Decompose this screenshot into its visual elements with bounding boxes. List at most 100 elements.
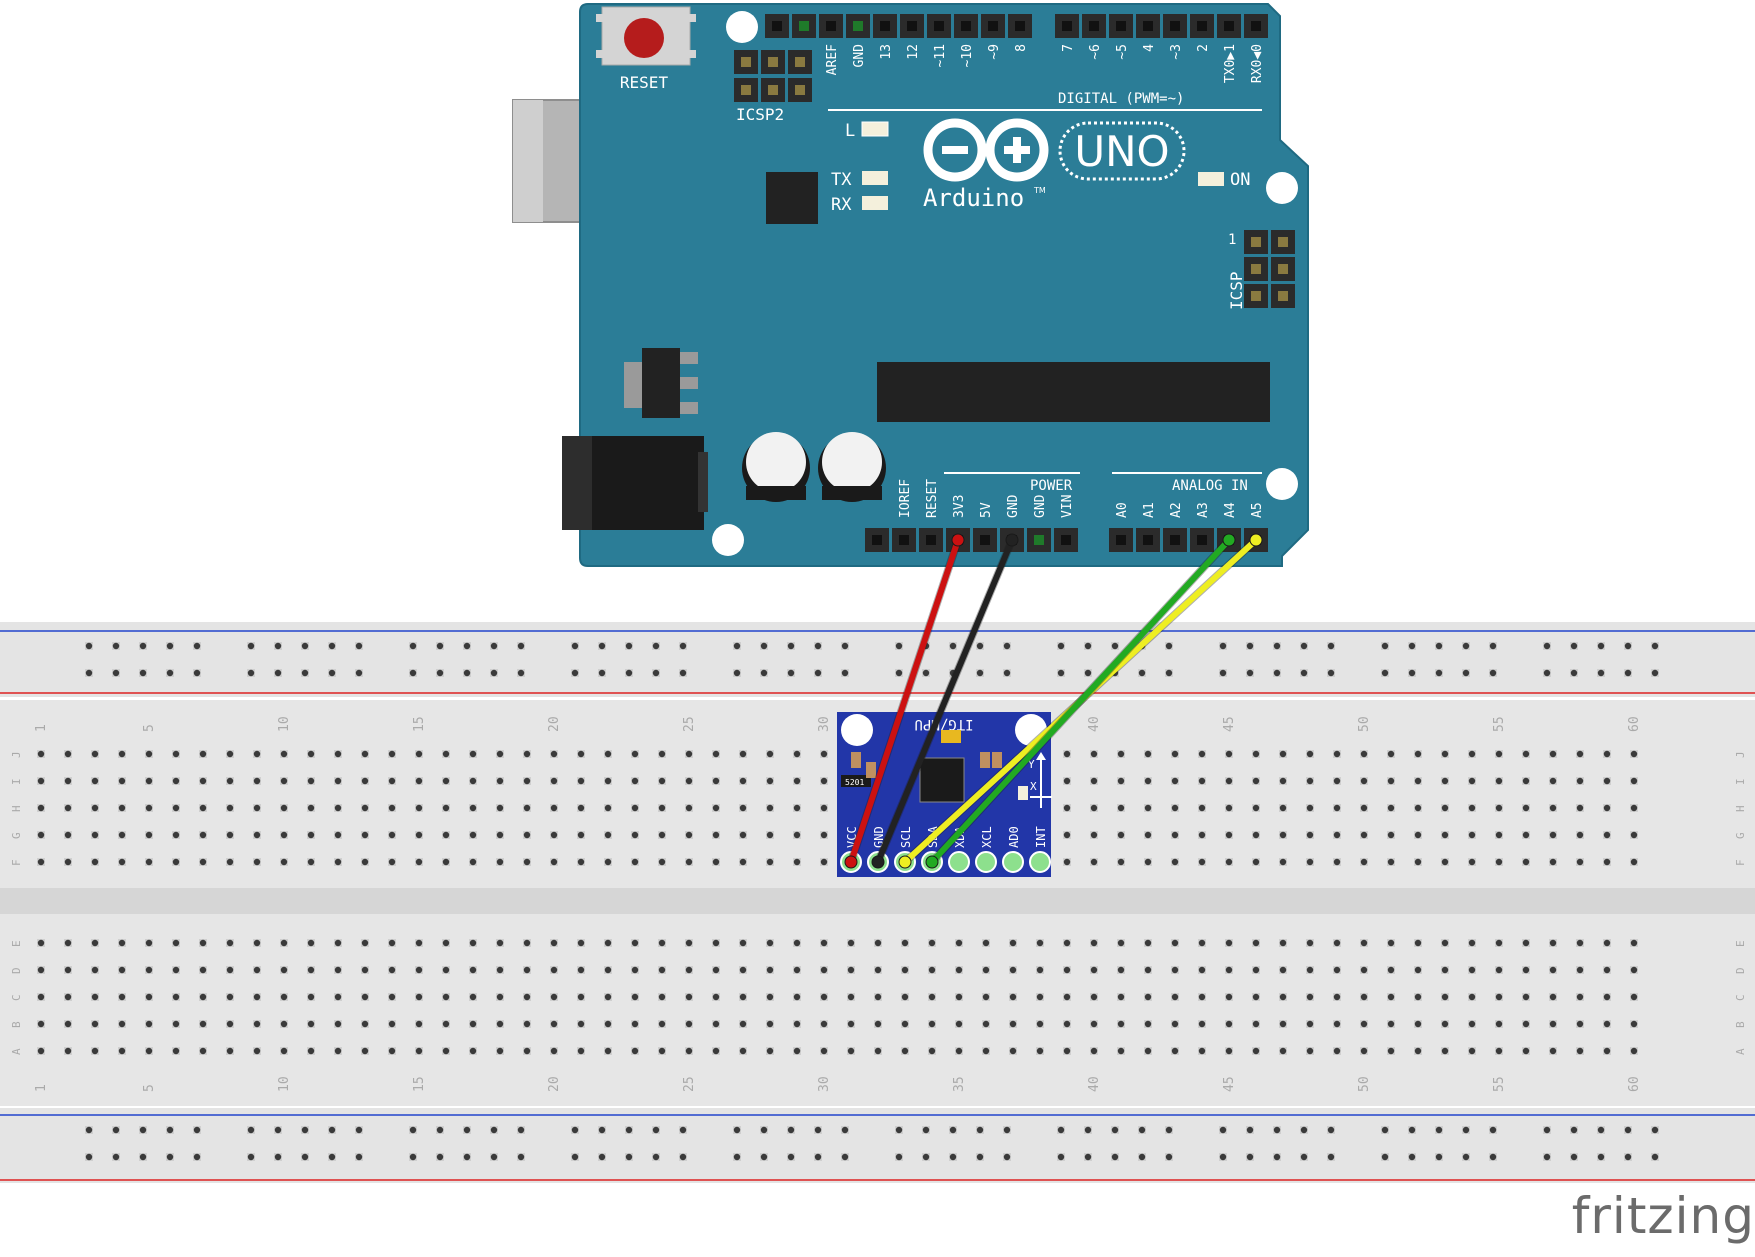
digital-pin-label: 12 <box>906 44 921 60</box>
power-pin[interactable] <box>1054 528 1078 552</box>
rail-hole <box>1651 669 1659 677</box>
icsp-pin[interactable] <box>1244 230 1268 254</box>
power-pin[interactable] <box>973 528 997 552</box>
digital-pin[interactable] <box>1055 14 1079 38</box>
power-pin-label: IOREF <box>898 479 913 518</box>
rail-hole <box>1057 642 1065 650</box>
breadboard-hole <box>307 750 315 758</box>
power-pin[interactable] <box>919 528 943 552</box>
rail-hole <box>1300 642 1308 650</box>
breadboard-hole <box>1495 804 1503 812</box>
breadboard-hole <box>1603 966 1611 974</box>
breadboard-hole <box>766 750 774 758</box>
module-pin[interactable] <box>948 851 970 873</box>
analog-pin[interactable] <box>1163 528 1187 552</box>
analog-pin[interactable] <box>1136 528 1160 552</box>
breadboard-hole <box>658 1020 666 1028</box>
icsp2-pin[interactable] <box>734 78 758 102</box>
breadboard-hole <box>820 993 828 1001</box>
digital-pin[interactable] <box>1163 14 1187 38</box>
rail-hole <box>409 642 417 650</box>
digital-pin[interactable] <box>846 14 870 38</box>
digital-pin[interactable] <box>1244 14 1268 38</box>
rail-hole <box>355 669 363 677</box>
digital-pin[interactable] <box>1190 14 1214 38</box>
breadboard-hole <box>442 1047 450 1055</box>
breadboard-hole <box>1387 831 1395 839</box>
icsp-pin[interactable] <box>1271 230 1295 254</box>
digital-pin[interactable] <box>1136 14 1160 38</box>
power-pin[interactable] <box>865 528 889 552</box>
icsp2-pin[interactable] <box>761 50 785 74</box>
breadboard-hole <box>1576 831 1584 839</box>
breadboard-hole <box>766 966 774 974</box>
breadboard-hole <box>91 858 99 866</box>
breadboard-hole <box>685 858 693 866</box>
digital-pin[interactable] <box>819 14 843 38</box>
icsp2-pin[interactable] <box>734 50 758 74</box>
digital-pin[interactable] <box>873 14 897 38</box>
breadboard-hole <box>1036 1047 1044 1055</box>
breadboard-hole <box>1171 750 1179 758</box>
digital-pin[interactable] <box>1008 14 1032 38</box>
wire[interactable] <box>871 533 1019 869</box>
analog-pin[interactable] <box>1190 528 1214 552</box>
rail-hole <box>193 669 201 677</box>
digital-pin[interactable] <box>981 14 1005 38</box>
breadboard-hole <box>1225 993 1233 1001</box>
breadboard-hole <box>1117 1020 1125 1028</box>
icsp2-pin[interactable] <box>761 78 785 102</box>
rail-hole <box>1300 1126 1308 1134</box>
breadboard-hole <box>1576 1020 1584 1028</box>
icsp-pin[interactable] <box>1271 284 1295 308</box>
digital-pin[interactable] <box>954 14 978 38</box>
rail-hole <box>301 669 309 677</box>
wire[interactable] <box>844 533 965 869</box>
breadboard-hole <box>64 777 72 785</box>
icsp-pin[interactable] <box>1244 257 1268 281</box>
digital-pin[interactable] <box>1109 14 1133 38</box>
column-number: 50 <box>1357 1076 1372 1092</box>
breadboard-hole <box>1225 858 1233 866</box>
digital-pin[interactable] <box>1082 14 1106 38</box>
breadboard-hole <box>793 858 801 866</box>
breadboard-hole <box>388 858 396 866</box>
breadboard-hole <box>550 939 558 947</box>
reset-button[interactable] <box>596 6 696 66</box>
breadboard-hole <box>361 1047 369 1055</box>
breadboard-hole <box>334 831 342 839</box>
breadboard-hole <box>712 966 720 974</box>
power-pin[interactable] <box>1027 528 1051 552</box>
digital-pin[interactable] <box>927 14 951 38</box>
power-pin[interactable] <box>892 528 916 552</box>
rail-hole <box>463 1126 471 1134</box>
power-pin-label: 3V3 <box>952 495 967 518</box>
breadboard-hole <box>1063 777 1071 785</box>
breadboard-hole <box>1198 1047 1206 1055</box>
column-number: 5 <box>142 1084 157 1092</box>
icsp-pin[interactable] <box>1271 257 1295 281</box>
icsp-label: ICSP <box>1227 271 1246 310</box>
digital-pin[interactable] <box>792 14 816 38</box>
icsp2-pin[interactable] <box>788 50 812 74</box>
row-letter: B <box>1734 1021 1747 1028</box>
wire[interactable] <box>925 533 1236 869</box>
rail-hole <box>328 1153 336 1161</box>
power-pin-label: GND <box>1033 494 1048 518</box>
breadboard-hole <box>1468 750 1476 758</box>
digital-pin[interactable] <box>900 14 924 38</box>
module-pin[interactable] <box>1002 851 1024 873</box>
icsp2-pin[interactable] <box>788 78 812 102</box>
breadboard-hole <box>118 1047 126 1055</box>
breadboard-hole <box>253 804 261 812</box>
breadboard-hole <box>631 831 639 839</box>
icsp-pin[interactable] <box>1244 284 1268 308</box>
digital-pin[interactable] <box>1217 14 1241 38</box>
breadboard-hole <box>928 1047 936 1055</box>
module-pin[interactable] <box>975 851 997 873</box>
breadboard-hole <box>361 966 369 974</box>
module-pin[interactable] <box>1029 851 1051 873</box>
digital-pin[interactable] <box>765 14 789 38</box>
rail-hole <box>1111 642 1119 650</box>
analog-pin[interactable] <box>1109 528 1133 552</box>
